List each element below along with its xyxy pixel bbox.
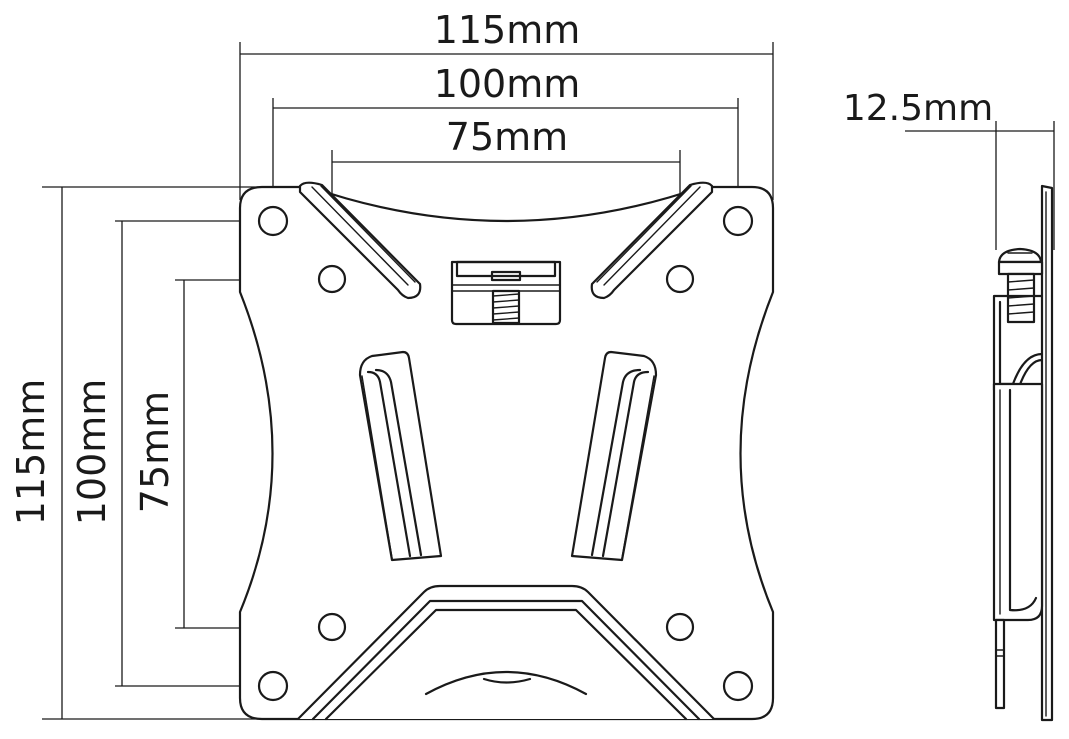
- side-screw: [997, 247, 1044, 324]
- plate-outline: [238, 185, 775, 721]
- label-height-outer: 115mm: [9, 379, 53, 526]
- hole-75-bottom-right: [665, 612, 695, 642]
- dimension-labels: 115mm 100mm 75mm 115mm 100mm 75mm 12.5mm: [9, 8, 993, 525]
- hole-75-top-left: [317, 264, 347, 294]
- screw-thread: [491, 289, 521, 325]
- label-depth: 12.5mm: [843, 88, 993, 129]
- hole-100-top-left: [257, 205, 289, 237]
- side-rear-plate: [1040, 184, 1054, 722]
- label-width-inner: 75mm: [446, 115, 568, 159]
- slot-upper-left: [298, 181, 422, 300]
- horizontal-dimensions: [239, 42, 774, 275]
- mounting-holes: [257, 205, 754, 702]
- side-view: [905, 121, 1055, 722]
- side-front-plate: [992, 382, 1044, 622]
- label-height-mid: 100mm: [70, 379, 114, 526]
- hole-75-bottom-left: [317, 612, 347, 642]
- hole-100-top-right: [722, 205, 754, 237]
- hole-100-bottom-left: [257, 670, 289, 702]
- label-width-outer: 115mm: [434, 8, 581, 52]
- hole-75-top-right: [665, 264, 695, 294]
- hole-100-bottom-right: [722, 670, 754, 702]
- side-lower-plate: [994, 618, 1006, 710]
- slot-middle-right: [570, 350, 658, 562]
- label-width-mid: 100mm: [434, 62, 581, 106]
- bottom-arch: [297, 584, 715, 721]
- plate-front-view: [238, 181, 775, 721]
- label-height-inner: 75mm: [133, 391, 177, 513]
- slot-upper-right: [590, 181, 714, 300]
- screw-bracket: [450, 260, 562, 326]
- slot-middle-left: [358, 350, 443, 562]
